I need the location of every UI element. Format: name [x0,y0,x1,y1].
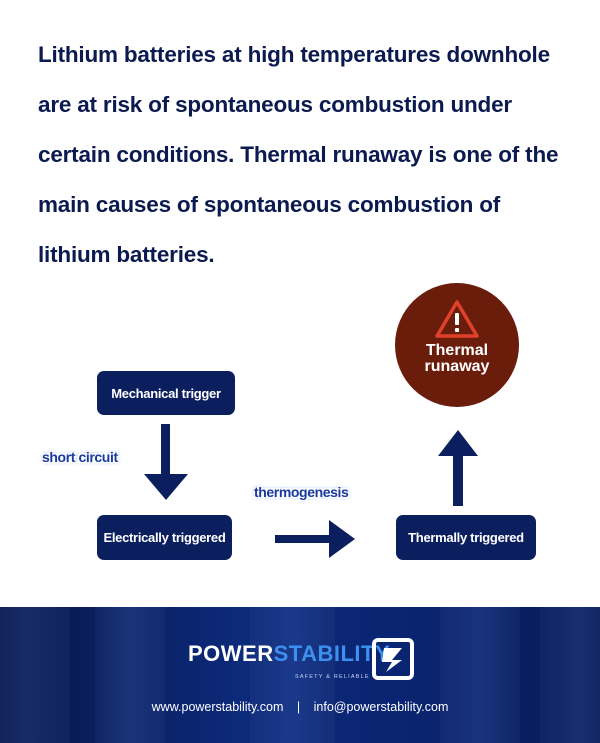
battery-graphic [540,607,600,743]
brand-stability-text: STABILITY [273,641,391,666]
brand-mark-icon [372,638,414,680]
brand-power-text: POWER [188,641,274,666]
thermal-runaway-circle: Thermal runaway [395,283,519,407]
thermal-runaway-label: Thermal runaway [424,342,490,375]
warning-triangle-icon [435,300,479,338]
footer-banner: POWER STABILITY SAFETY & RELIABLE www.po… [0,607,600,743]
intro-paragraph: Lithium batteries at high temperatures d… [38,30,583,280]
contact-line: www.powerstability.com | info@powerstabi… [0,700,600,714]
intro-line: main causes of spontaneous combustion of [38,192,501,217]
thermogenesis-tag: thermogenesis [254,484,349,500]
electrically-triggered-box: Electrically triggered [97,515,232,560]
up-arrow-icon [438,430,478,506]
down-arrow-icon [144,424,188,500]
brand-tagline: SAFETY & RELIABLE [295,674,370,680]
intro-line: are at risk of spontaneous combustion un… [38,92,512,117]
email-link[interactable]: info@powerstability.com [313,700,449,714]
intro-line: Lithium batteries at high temperatures d… [38,42,550,67]
contact-separator: | [296,700,301,714]
battery-graphic [95,607,165,743]
battery-graphic [440,607,520,743]
right-arrow-icon [275,520,355,558]
mechanical-trigger-box: Mechanical trigger [97,371,235,415]
intro-line: lithium batteries. [38,242,215,267]
short-circuit-tag: short circuit [42,449,118,465]
intro-line: certain conditions. Thermal runaway is o… [38,142,559,167]
battery-graphic [250,607,335,743]
thermally-triggered-box: Thermally triggered [396,515,536,560]
website-link[interactable]: www.powerstability.com [151,700,284,714]
brand-logo: POWER STABILITY [188,641,390,667]
battery-graphic [0,607,70,743]
